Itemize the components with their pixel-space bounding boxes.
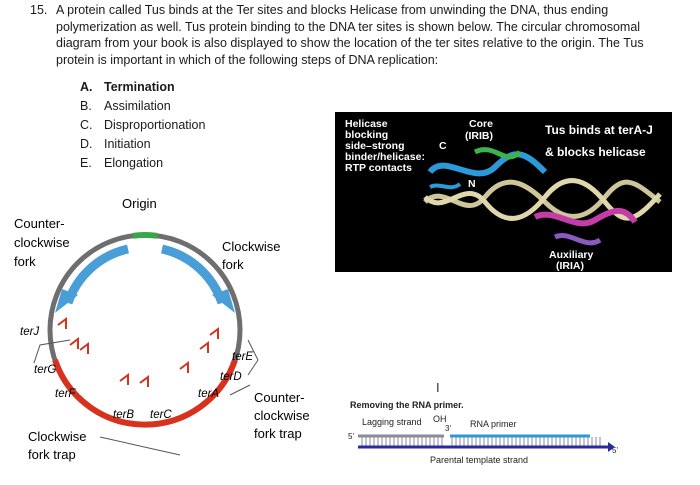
terB-label: terB — [113, 409, 134, 421]
option-c[interactable]: C. Disproportionation — [80, 116, 205, 135]
ccw-trap-label-2: clockwise — [254, 408, 310, 423]
option-letter: B. — [80, 99, 92, 113]
ccw-trap-bracket — [247, 339, 259, 376]
tus-protein-ribbon — [553, 233, 602, 246]
ccw-fork-arrowhead — [55, 289, 78, 313]
option-b[interactable]: B. Assimilation — [80, 97, 205, 116]
tus-binding-label-2: & blocks helicase — [545, 145, 646, 159]
lagging-strand-label: Lagging strand — [362, 417, 422, 427]
ter-sites — [57, 317, 219, 387]
cw-trap-bracket — [33, 339, 71, 364]
n-terminus-label: N — [468, 178, 476, 190]
helicase-label-2: blocking — [345, 129, 388, 141]
option-letter: E. — [80, 156, 92, 170]
cw-trap-line — [99, 436, 181, 456]
helicase-label-5: RTP contacts — [345, 162, 412, 174]
text-cursor: I — [436, 380, 440, 395]
parental-strand-label: Parental template strand — [430, 455, 528, 465]
five-prime-left-label: 5' — [348, 432, 354, 441]
cw-trap-label-1: Clockwise — [28, 429, 87, 444]
cw-trap-label-2: fork trap — [28, 447, 76, 462]
option-a[interactable]: A. Termination — [80, 78, 205, 97]
option-e[interactable]: E. Elongation — [80, 154, 205, 173]
option-d[interactable]: D. Initiation — [80, 135, 205, 154]
oh-label: OH — [433, 414, 447, 424]
question-text: A protein called Tus binds at the Ter si… — [56, 3, 644, 67]
tus-binding-label-1: Tus binds at terA-J — [545, 123, 653, 137]
ccw-fork-label-1: Counter- — [14, 216, 65, 231]
tus-protein-ribbon — [473, 147, 522, 160]
helicase-label-1: Helicase — [345, 118, 388, 130]
terF-label: terF — [55, 388, 76, 400]
tus-protein-ribbon — [533, 207, 638, 227]
auxiliary-label-2: (IRIA) — [556, 260, 584, 272]
option-label: Termination — [104, 80, 175, 94]
terC-label: terC — [150, 409, 172, 421]
core-label-1: Core — [469, 118, 493, 130]
ccw-trap-line — [229, 384, 251, 396]
option-letter: D. — [80, 137, 93, 151]
cw-fork-label-2: fork — [222, 257, 244, 272]
option-label: Assimilation — [104, 99, 171, 113]
option-letter: C. — [80, 118, 93, 132]
option-label: Disproportionation — [104, 118, 206, 132]
three-prime-label: 3' — [445, 424, 451, 433]
tus-protein-ribbon — [427, 151, 548, 177]
option-label: Elongation — [104, 156, 164, 170]
terJ-label: terJ — [20, 326, 39, 338]
terD-label: terD — [220, 371, 242, 383]
tus-protein-ribbon — [429, 182, 462, 190]
origin-marker — [132, 232, 158, 239]
helicase-label-3: side–strong — [345, 140, 405, 152]
option-label: Initiation — [104, 137, 151, 151]
core-label-2: (IRIB) — [465, 130, 493, 142]
base-pair-ticks — [361, 437, 601, 446]
c-terminus-label: C — [439, 140, 447, 152]
primer-removal-diagram: I Removing the RNA primer. Lagging stran… — [340, 380, 630, 475]
five-prime-right-label: 5' — [612, 446, 618, 455]
answer-options: A. Termination B. Assimilation C. Dispro… — [80, 78, 205, 173]
origin-label: Origin — [122, 196, 157, 211]
tus-structure-image: Helicase blocking side–strong binder/hel… — [335, 112, 672, 272]
ccw-fork-label-3: fork — [14, 254, 36, 269]
terA-label: terA — [198, 388, 219, 400]
removing-primer-label: Removing the RNA primer. — [350, 400, 464, 410]
dna-helix-strand — [423, 178, 662, 221]
option-letter: A. — [80, 80, 93, 94]
question-number: 15. — [30, 3, 48, 17]
circular-chromosome-diagram: Origin Counter- clockwise fork Clockwise… — [0, 185, 330, 480]
auxiliary-label-1: Auxiliary — [549, 249, 594, 261]
helicase-label-4: binder/helicase: — [345, 151, 425, 163]
cw-fork-label-1: Clockwise — [222, 239, 281, 254]
cw-fork-arrowhead — [212, 289, 235, 313]
ter-region — [52, 359, 238, 428]
ccw-fork-label-2: clockwise — [14, 235, 70, 250]
ccw-trap-label-1: Counter- — [254, 390, 305, 405]
question-block: 15. A protein called Tus binds at the Te… — [30, 2, 670, 68]
terG-label: terG — [34, 364, 56, 376]
terE-label: terE — [232, 351, 253, 363]
parental-strand-arrowhead — [608, 442, 615, 452]
rna-primer-label: RNA primer — [470, 419, 517, 429]
ccw-trap-label-3: fork trap — [254, 426, 302, 441]
